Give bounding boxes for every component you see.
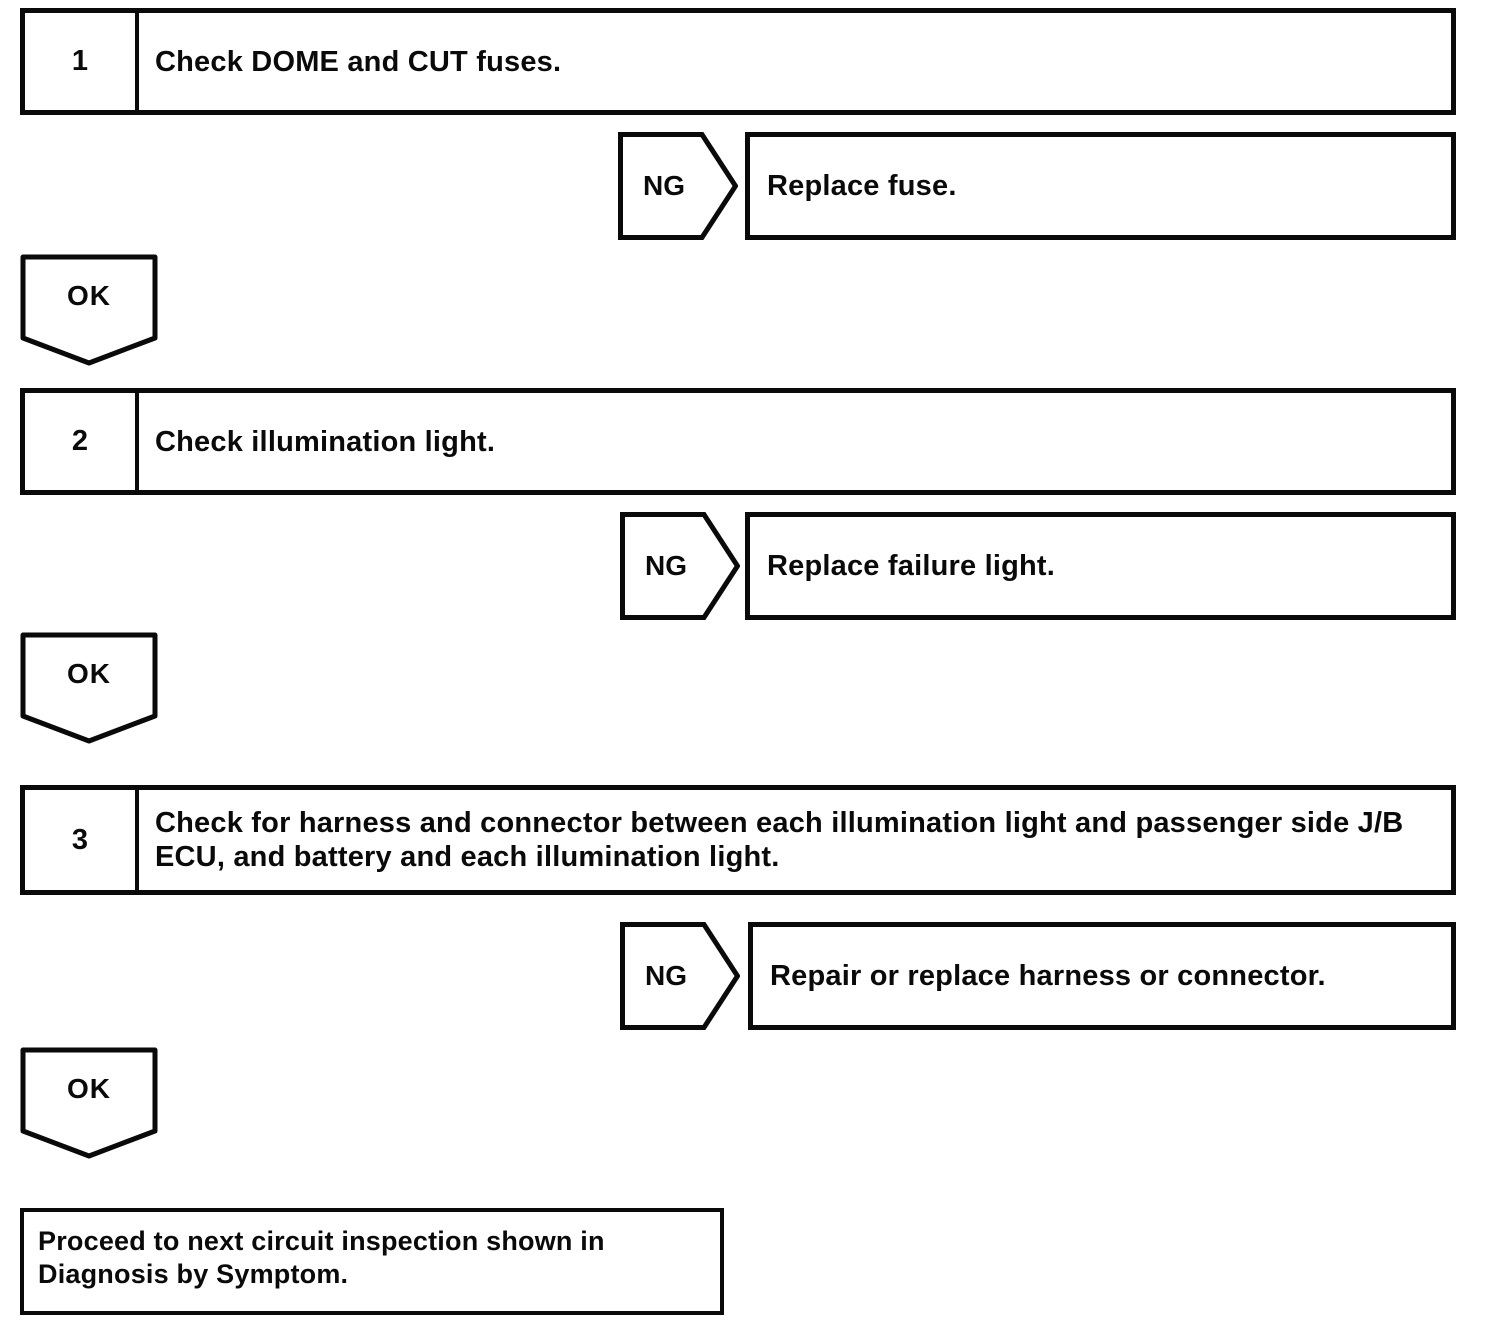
terminal-text: Proceed to next circuit inspection shown… [38,1225,605,1289]
ng-arrow: NG [618,132,738,240]
ng-pentagon-icon [618,132,738,240]
step-1-box: 1 Check DOME and CUT fuses. [20,8,1456,115]
ok-label: OK [67,280,111,311]
ng-label: NG [645,550,687,581]
ok-label: OK [67,658,111,689]
ng-action-box: Replace fuse. [745,132,1456,240]
ng-pentagon-icon [620,512,740,620]
step-number: 3 [25,790,139,890]
ng-action-text: Replace fuse. [767,169,957,202]
ok-pentagon-icon [20,254,158,366]
step-instruction: Check for harness and connector between … [155,807,1404,873]
ng-action-text: Repair or replace harness or connector. [770,959,1326,992]
ng-action-box: Repair or replace harness or connector. [748,922,1456,1030]
step-number: 1 [25,13,139,110]
ng-action-text: Replace failure light. [767,549,1056,582]
step-instruction: Check illumination light. [155,425,496,458]
ok-pentagon-icon [20,1047,158,1159]
step-3-box: 3 Check for harness and connector betwee… [20,785,1456,895]
ok-marker: OK [20,1047,158,1159]
ng-action-box: Replace failure light. [745,512,1456,620]
terminal-box: Proceed to next circuit inspection shown… [20,1208,724,1315]
step-number: 2 [25,393,139,490]
ng-label: NG [645,960,687,991]
ok-pentagon-icon [20,632,158,744]
ok-label: OK [67,1073,111,1104]
ok-marker: OK [20,254,158,366]
ok-marker: OK [20,632,158,744]
step-2-box: 2 Check illumination light. [20,388,1456,495]
ng-arrow: NG [620,512,740,620]
ng-arrow: NG [620,922,740,1030]
ng-pentagon-icon [620,922,740,1030]
step-instruction: Check DOME and CUT fuses. [155,45,562,78]
ng-label: NG [643,170,685,201]
